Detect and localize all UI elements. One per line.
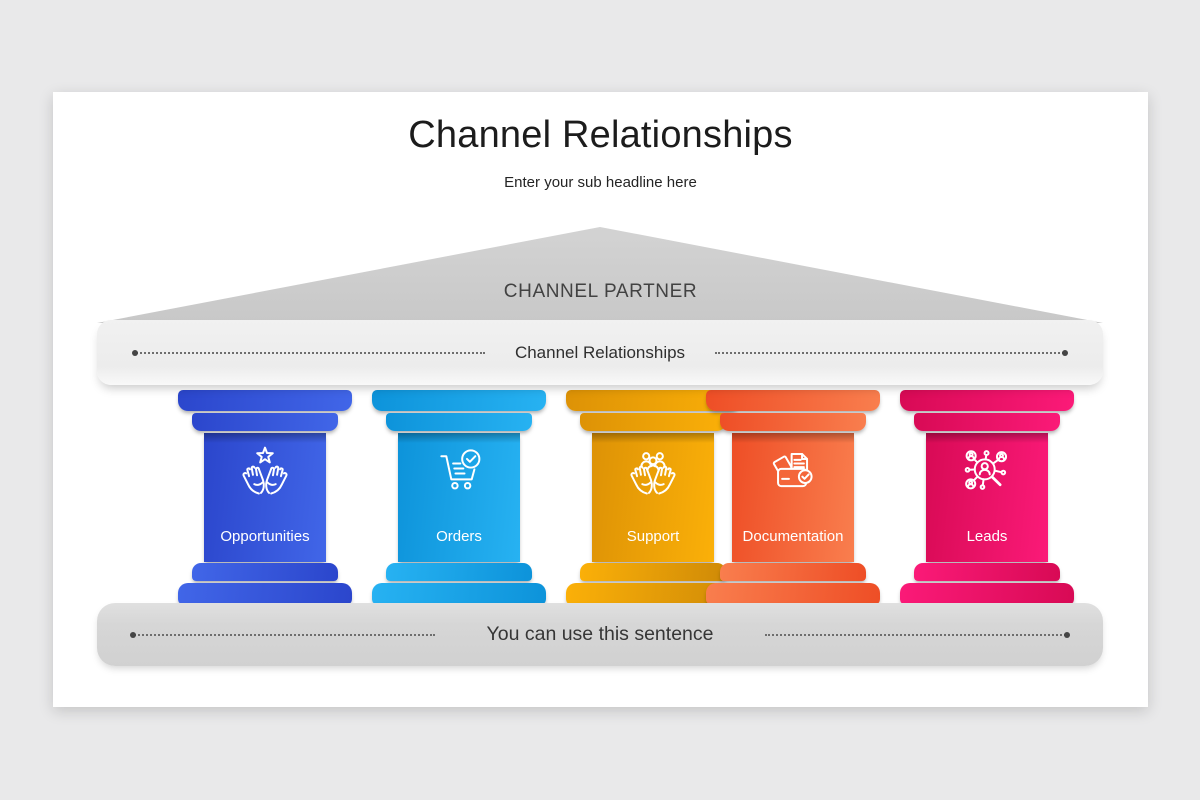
pillar-capital-mid [192, 413, 338, 431]
dotted-divider-right [765, 631, 1071, 638]
pillar-shaft: Support [592, 433, 714, 562]
entablature-bar: Channel Relationships [97, 320, 1103, 385]
pillar-label: Documentation [742, 528, 844, 545]
pillar-capital-top [178, 390, 352, 411]
pillar-base-bottom [706, 583, 880, 605]
hands-people-icon [630, 452, 676, 495]
dotted-divider-left [132, 349, 485, 356]
slide: Channel Relationships Enter your sub hea… [53, 92, 1148, 707]
pillar-opportunities: Opportunities [178, 390, 352, 605]
footer-label: You can use this sentence [486, 623, 714, 645]
pillar-capital-top [566, 390, 740, 411]
pillar-capital-mid [914, 413, 1060, 431]
base-bar: You can use this sentence [97, 603, 1103, 666]
pillar-label: Opportunities [220, 528, 310, 545]
pillar-orders: Orders [372, 390, 546, 605]
pillar-base-bottom [900, 583, 1074, 605]
pillar-documentation: Documentation [706, 390, 880, 605]
pillar-base-mid [914, 563, 1060, 581]
pillar-base-mid [386, 563, 532, 581]
page-title: Channel Relationships [408, 114, 793, 156]
lead-search-icon [964, 450, 1008, 490]
entablature-label: Channel Relationships [514, 342, 686, 362]
page-subtitle: Enter your sub headline here [504, 174, 697, 191]
pillar-leads: Leads [900, 390, 1074, 605]
pillar-base-mid [720, 563, 866, 581]
pillar-label: Orders [436, 528, 482, 545]
pillar-base-mid [192, 563, 338, 581]
pillar-label: Support [626, 528, 680, 545]
pillar-capital-mid [720, 413, 866, 431]
pillar-shaft: Documentation [732, 433, 854, 562]
pillar-shaft: Orders [398, 433, 520, 562]
pediment-label: CHANNEL PARTNER [503, 281, 698, 302]
pillar-shaft: Opportunities [204, 433, 326, 562]
pillar-capital-top [900, 390, 1074, 411]
divider-end-dot [1064, 631, 1071, 638]
cart-check-icon [440, 449, 481, 490]
pillar-capital-mid [580, 413, 726, 431]
pillar-base-bottom [566, 583, 740, 605]
pillar-capital-mid [386, 413, 532, 431]
pillar-label: Leads [966, 528, 1008, 545]
pillar-capital-top [372, 390, 546, 411]
pillar-capital-top [706, 390, 880, 411]
documents-check-icon [772, 452, 813, 488]
pillar-base-bottom [372, 583, 546, 605]
pillar-shaft: Leads [926, 433, 1048, 562]
pillar-base-bottom [178, 583, 352, 605]
dotted-divider-right [715, 349, 1069, 356]
pillar-support: Support [566, 390, 740, 605]
divider-end-dot [1062, 349, 1069, 356]
divider-end-dot [132, 349, 138, 356]
pediment-roof [97, 227, 1103, 323]
dotted-divider-left [130, 631, 435, 638]
pillar-base-mid [580, 563, 726, 581]
divider-end-dot [130, 631, 136, 638]
hands-star-icon [242, 446, 288, 495]
